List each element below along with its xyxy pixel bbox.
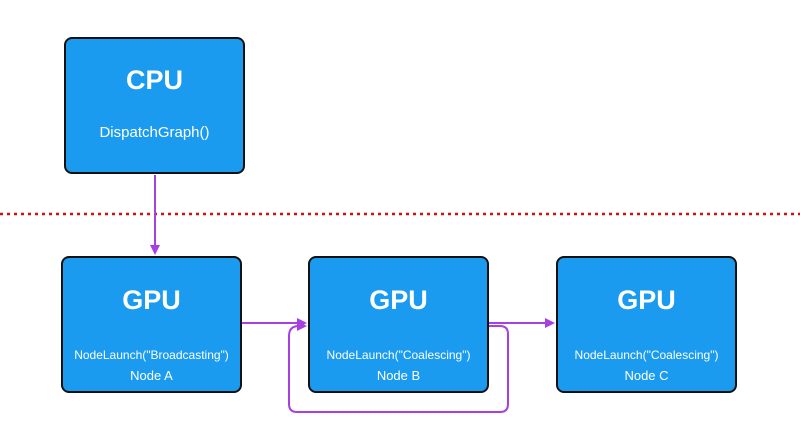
node-label: Node B: [376, 368, 421, 383]
gpu-node-a-box: GPU NodeLaunch("Broadcasting") Node A: [61, 256, 242, 393]
node-launch-call: NodeLaunch("Broadcasting"): [74, 348, 229, 362]
node-label: Node A: [130, 368, 173, 383]
gpu-node-b-box: GPU NodeLaunch("Coalescing") Node B: [308, 256, 489, 393]
cpu-box: CPU DispatchGraph(): [64, 37, 245, 174]
gpu-title: GPU: [369, 285, 428, 315]
node-launch-call: NodeLaunch("Coalescing"): [326, 348, 471, 362]
gpu-title: GPU: [122, 285, 181, 315]
arrow-node-b-recursion-loop: [288, 321, 509, 413]
node-label: Node C: [624, 368, 669, 383]
cpu-dispatch-call: DispatchGraph(): [99, 124, 210, 141]
cpu-title: CPU: [125, 65, 183, 95]
node-launch-call: NodeLaunch("Coalescing"): [574, 348, 719, 362]
gpu-node-c-box: GPU NodeLaunch("Coalescing") Node C: [556, 256, 737, 393]
gpu-title: GPU: [617, 285, 676, 315]
